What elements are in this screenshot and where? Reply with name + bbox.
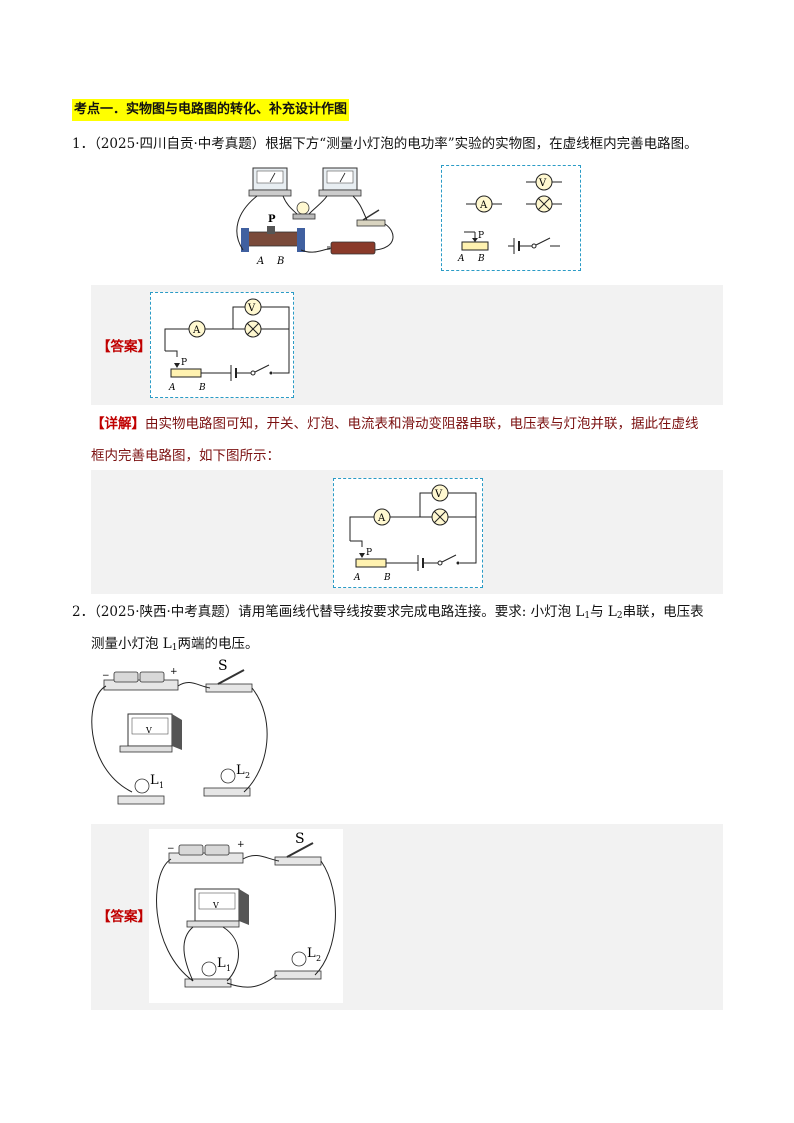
detail-rheostat-p: P [366, 548, 372, 558]
answer-rheostat-p: P [181, 358, 187, 368]
detail-rheostat [355, 558, 387, 568]
answer-ammeter [188, 320, 206, 338]
svg-text:+: + [170, 667, 178, 677]
q2-apparatus-figure: − + S V L 1 L 2 [84, 658, 278, 818]
answer-bulb-l1-subscript: 1 [226, 964, 231, 973]
question-source: （2025·四川自贡·中考真题） [94, 136, 266, 152]
q1-detail-text-1: 由实物电路图可知，开关、灯泡、电流表和滑动变阻器串联，电压表与灯泡并联，据此在虚… [145, 416, 699, 432]
rheostat-symbol-b: B [477, 254, 485, 264]
detail-ammeter [373, 508, 391, 526]
answer-rheostat-a: A [168, 383, 176, 393]
detail-rheostat-b: B [383, 573, 391, 583]
rheostat-symbol-a: A [457, 254, 465, 264]
bulb-l1 [134, 778, 150, 794]
switch-base [205, 683, 253, 693]
answer-bulb-l2 [291, 951, 307, 967]
q1-circuit-box: V A P A B [441, 165, 581, 271]
rheostat-symbol [461, 241, 489, 251]
question-text-e: 两端的电压。 [177, 636, 259, 652]
detail-voltmeter [431, 484, 449, 502]
q1-answer-circuit: A V P A B [150, 292, 294, 398]
rheostat-symbol-p: P [478, 231, 484, 241]
answer-bulb-l2-label: L [307, 946, 316, 961]
rheostat-label-b: B [276, 256, 284, 267]
q2-answer-figure: − + S V L 1 L 2 [149, 829, 343, 1003]
ammeter-symbol [475, 195, 493, 213]
q1-detail-line-2: 框内完善电路图，如下图所示： [91, 448, 280, 464]
svg-text:−: − [102, 671, 110, 681]
detail-voltmeter-label: V [434, 489, 443, 500]
voltmeter-label: V [145, 726, 152, 735]
subscript: 1 [171, 643, 178, 653]
answer-bulb-l1 [201, 961, 217, 977]
question-1-stem: 1．（2025·四川自贡·中考真题）根据下方“测量小灯泡的电功率”实验的实物图，… [72, 130, 698, 158]
svg-text:+: + [237, 840, 245, 850]
answer-bulb-l2-subscript: 2 [316, 954, 321, 963]
q1-detail-line-1: 【详解】由实物电路图可知，开关、灯泡、电流表和滑动变阻器串联，电压表与灯泡并联，… [91, 410, 699, 438]
subscript: 1 [584, 611, 591, 621]
bulb-l2-label: L [236, 763, 245, 778]
section-title: 考点一．实物图与电路图的转化、补充设计作图 [72, 99, 350, 121]
answer-ammeter-label: A [192, 325, 201, 336]
svg-text:−: − [167, 844, 175, 854]
question-source: （2025·陕西·中考真题） [94, 604, 239, 620]
ammeter-symbol-label: A [479, 200, 488, 211]
detail-switch [437, 560, 443, 566]
question-number: 2． [72, 604, 95, 620]
question-text-d: 测量小灯泡 L [91, 636, 172, 652]
question-text-c: 串联，电压表 [622, 604, 704, 620]
bulb-l1-label: L [150, 773, 159, 788]
answer-bulb-l1-label: L [217, 956, 226, 971]
switch-symbol [531, 243, 537, 249]
answer-voltmeter [244, 298, 262, 316]
question-text-a: 请用笔画线代替导线按要求完成电路连接。要求: 小灯泡 L [238, 604, 585, 620]
answer-switch-label: S [295, 831, 305, 847]
q2-answer-label: 【答案】 [97, 909, 151, 925]
question-text: 根据下方“测量小灯泡的电功率”实验的实物图，在虚线框内完善电路图。 [265, 136, 698, 152]
voltmeter-symbol-label: V [538, 178, 547, 189]
answer-voltmeter-label: V [247, 303, 256, 314]
question-2-stem-line-1: 2．（2025·陕西·中考真题）请用笔画线代替导线按要求完成电路连接。要求: 小… [72, 598, 704, 630]
question-number: 1． [72, 136, 95, 152]
answer-voltmeter-label: V [212, 901, 219, 910]
q1-detail-circuit: A V P A B [333, 478, 483, 588]
rheostat-label-p: P [268, 214, 276, 225]
q1-detail-label: 【详解】 [91, 416, 145, 432]
switch-label-s: S [218, 658, 228, 674]
question-2-stem-line-2: 测量小灯泡 L1两端的电压。 [91, 630, 259, 662]
q1-answer-label: 【答案】 [97, 339, 151, 355]
rheostat-label-a: A [256, 256, 264, 267]
question-text-b: 与 L [590, 604, 617, 620]
battery-device [330, 241, 376, 255]
detail-circuit-svg: A V P A B [349, 484, 477, 583]
bulb-l2 [220, 768, 236, 784]
bulb-l1-subscript: 1 [159, 781, 164, 790]
voltmeter-symbol [535, 173, 553, 191]
answer-switch [274, 856, 322, 866]
subscript: 2 [616, 611, 623, 621]
q1-apparatus-figure: P A B [227, 162, 403, 274]
switch-device [356, 219, 386, 227]
answer-switch [250, 370, 256, 376]
detail-rheostat-a: A [353, 573, 361, 583]
answer-rheostat-b: B [198, 383, 206, 393]
answer-circuit-svg: A V P A B [164, 298, 290, 393]
rheostat-device [244, 231, 302, 247]
detail-ammeter-label: A [377, 513, 386, 524]
bulb-device [296, 201, 310, 215]
bulb-l2-subscript: 2 [245, 771, 250, 780]
answer-rheostat [170, 368, 202, 378]
